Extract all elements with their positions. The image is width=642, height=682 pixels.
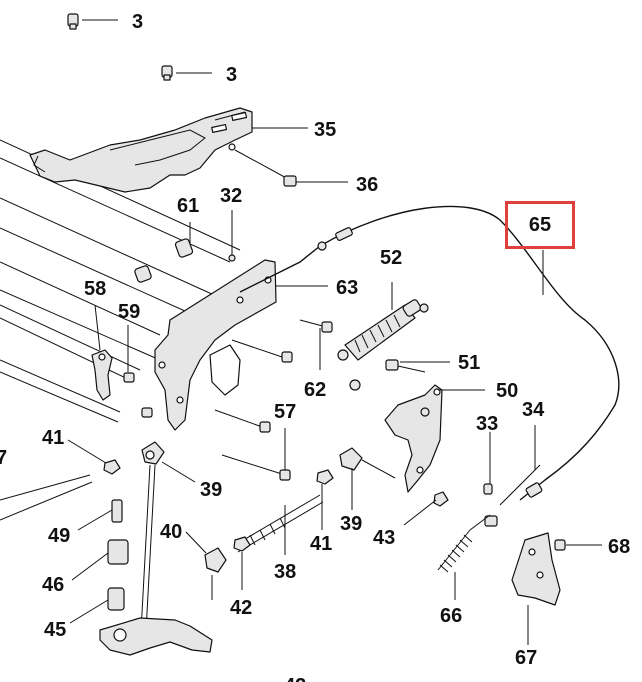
- leader-lines: [67, 19, 602, 645]
- base-plate: [99, 617, 213, 656]
- callout-3-top: 3: [132, 11, 143, 33]
- callout-43: 43: [373, 527, 395, 549]
- callout-41-right: 41: [310, 533, 332, 555]
- callout-58: 58: [84, 278, 106, 300]
- callout-36: 36: [356, 174, 378, 196]
- callout-63: 63: [336, 277, 358, 299]
- nut-part-42: [233, 536, 251, 552]
- ball-joint-part-39-left: [141, 441, 165, 465]
- callout-39-left: 39: [200, 479, 222, 501]
- spacer-part-61: [134, 238, 194, 283]
- callout-62: 62: [304, 379, 326, 401]
- nut-part-41-left: [103, 459, 121, 475]
- damper-part-52: [337, 299, 429, 361]
- callout-35: 35: [314, 119, 336, 141]
- callout-labels: 3 3 35 36 61 32 52 63 58 59 62 51 50 33 …: [0, 11, 630, 682]
- ball-joint-part-39-right: [339, 447, 396, 479]
- rod-part-38: [234, 494, 324, 553]
- callout-49: 49: [48, 525, 70, 547]
- nut-part-59: [123, 372, 153, 418]
- callout-42-clipped: 42: [284, 675, 306, 682]
- highlighted-part-label: 65: [528, 213, 552, 236]
- bolt-part-3-second: [161, 65, 173, 81]
- frame-bars: [0, 139, 241, 521]
- highlight-box: [505, 201, 575, 249]
- bushing-part-45: [107, 587, 125, 611]
- callout-34: 34: [522, 399, 545, 421]
- callout-42: 42: [230, 597, 252, 619]
- bolt-part-51: [385, 359, 426, 373]
- bracket-part-35: [29, 107, 253, 193]
- callout-45: 45: [44, 619, 66, 641]
- callout-57: 57: [274, 401, 296, 423]
- bolt-part-62: [231, 319, 333, 363]
- pin-part-33: [483, 483, 498, 527]
- bolt-part-3-top: [67, 13, 79, 30]
- lever-part-50: [384, 384, 443, 493]
- callout-40: 40: [160, 521, 182, 543]
- pin-part-32: [228, 232, 236, 262]
- callout-50: 50: [496, 380, 518, 402]
- control-cable-part-65: [239, 205, 620, 501]
- bolt-part-57: [214, 409, 291, 481]
- nut-part-43: [433, 491, 449, 507]
- rod-part-34: [499, 464, 541, 506]
- washer-near-lever: [349, 379, 430, 417]
- callout-41-left: 41: [42, 427, 64, 449]
- spring-part-66: [437, 514, 491, 573]
- callout-7-clipped: 7: [0, 447, 7, 469]
- callout-39-right: 39: [340, 513, 362, 535]
- callout-38: 38: [274, 561, 296, 583]
- bushing-part-46: [107, 539, 129, 565]
- nut-part-41-right: [316, 469, 334, 485]
- pin-part-49: [111, 499, 123, 523]
- ball-joint-part-40: [204, 547, 227, 600]
- bracket-part-67: [511, 532, 561, 606]
- bracket-plate-part-63: [154, 259, 277, 431]
- callout-33: 33: [476, 413, 498, 435]
- screw-part-36: [234, 149, 297, 187]
- callout-32: 32: [220, 185, 242, 207]
- callout-3-second: 3: [226, 64, 237, 86]
- callout-52: 52: [380, 247, 402, 269]
- callout-66: 66: [440, 605, 462, 627]
- lever-part-58: [91, 349, 113, 401]
- bolt-part-68: [554, 539, 566, 551]
- callout-68: 68: [608, 536, 630, 558]
- callout-59: 59: [118, 301, 140, 323]
- callout-51: 51: [458, 352, 480, 374]
- callout-67: 67: [515, 647, 537, 669]
- callout-46: 46: [42, 574, 64, 596]
- callout-61: 61: [177, 195, 199, 217]
